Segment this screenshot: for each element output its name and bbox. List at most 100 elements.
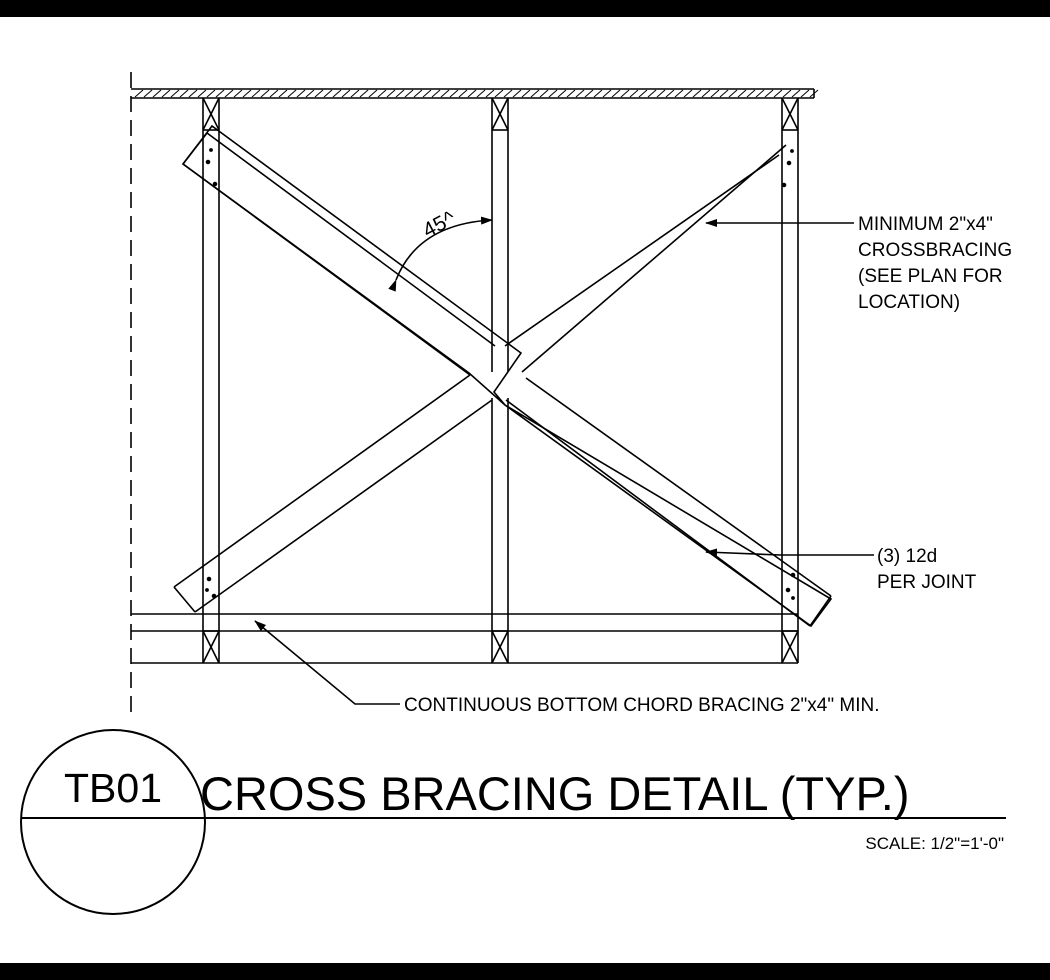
bottom-chord-bracing — [131, 613, 798, 664]
hatch-line — [521, 89, 531, 98]
hatch-line — [341, 89, 351, 98]
hatch-line — [476, 89, 486, 98]
hatch-line — [386, 89, 396, 98]
hatch-line — [287, 89, 297, 98]
hatch-line — [350, 89, 360, 98]
hatch-line — [584, 89, 594, 98]
brace-member-2 — [173, 144, 787, 613]
deck-hatching — [134, 89, 819, 98]
detail-title: CROSS BRACING DETAIL (TYP.) — [200, 767, 909, 820]
hatch-line — [485, 89, 495, 98]
hatch-line — [665, 89, 675, 98]
hatch-line — [620, 89, 630, 98]
diagonal-brace-down — [181, 124, 833, 628]
detail-tag-id: TB01 — [64, 765, 162, 811]
hatch-line — [737, 89, 747, 98]
hatch-line — [746, 89, 756, 98]
hatch-line — [647, 89, 657, 98]
crossbracing-note-line-1: MINIMUM 2"x4" — [858, 214, 993, 235]
hatch-line — [710, 89, 720, 98]
hatch-line — [260, 89, 270, 98]
hatch-line — [575, 89, 585, 98]
nailing-note-line-1: (3) 12d — [877, 546, 937, 567]
hatch-line — [323, 89, 333, 98]
nailing-note-line-2: PER JOINT — [877, 572, 977, 593]
crossbracing-note-line-4: LOCATION) — [858, 292, 960, 313]
hatch-line — [404, 89, 414, 98]
hatch-line — [791, 89, 801, 98]
hatch-line — [539, 89, 549, 98]
hatch-line — [656, 89, 666, 98]
hatch-line — [512, 89, 522, 98]
hatch-line — [764, 89, 774, 98]
hatch-line — [701, 89, 711, 98]
leader-nailing — [705, 548, 874, 557]
hatch-line — [494, 89, 504, 98]
hatch-line — [809, 89, 819, 98]
hatch-line — [251, 89, 261, 98]
hatch-line — [224, 89, 234, 98]
hatch-line — [503, 89, 513, 98]
hatch-line — [611, 89, 621, 98]
crossbracing-note-line-2: CROSSBRACING — [858, 240, 1012, 261]
leader-bottom-chord — [254, 620, 400, 705]
hatch-line — [197, 89, 207, 98]
hatch-line — [638, 89, 648, 98]
hatch-line — [206, 89, 216, 98]
hatch-line — [179, 89, 189, 98]
hatch-line — [395, 89, 405, 98]
hatch-line — [215, 89, 225, 98]
hatch-line — [629, 89, 639, 98]
hatch-line — [269, 89, 279, 98]
bottom-chord-note: CONTINUOUS BOTTOM CHORD BRACING 2"x4" MI… — [404, 695, 880, 716]
hatch-line — [413, 89, 423, 98]
hatch-line — [431, 89, 441, 98]
hatch-line — [683, 89, 693, 98]
hatch-line — [170, 89, 180, 98]
hatch-line — [458, 89, 468, 98]
nail-dots — [205, 148, 796, 600]
hatch-line — [782, 89, 792, 98]
paper — [0, 17, 1050, 963]
crossbracing-note-line-3: (SEE PLAN FOR — [858, 266, 1003, 287]
hatch-line — [674, 89, 684, 98]
hatch-line — [368, 89, 378, 98]
hatch-line — [530, 89, 540, 98]
hatch-line — [422, 89, 432, 98]
brace-member-1 — [182, 132, 832, 627]
hatch-line — [755, 89, 765, 98]
hatch-line — [773, 89, 783, 98]
hatch-line — [278, 89, 288, 98]
bottom-border-band — [0, 963, 1050, 980]
angle-dimension-arc — [388, 216, 493, 292]
hatch-line — [134, 89, 144, 98]
hatch-line — [143, 89, 153, 98]
hatch-line — [359, 89, 369, 98]
hatch-line — [719, 89, 729, 98]
hatch-line — [566, 89, 576, 98]
left-vertical-member — [202, 97, 220, 664]
hatch-line — [188, 89, 198, 98]
hatch-line — [314, 89, 324, 98]
hatch-line — [692, 89, 702, 98]
hatch-line — [242, 89, 252, 98]
hatch-line — [593, 89, 603, 98]
detail-scale: SCALE: 1/2"=1'-0" — [865, 834, 1004, 853]
hatch-line — [467, 89, 477, 98]
hatch-line — [233, 89, 243, 98]
hatch-line — [161, 89, 171, 98]
detail-tag-circle — [20, 729, 206, 915]
hatch-line — [440, 89, 450, 98]
hatch-line — [296, 89, 306, 98]
hatch-line — [728, 89, 738, 98]
hatch-line — [305, 89, 315, 98]
hatch-line — [332, 89, 342, 98]
top-border-band — [0, 0, 1050, 17]
hatch-line — [449, 89, 459, 98]
right-vertical-member — [781, 97, 799, 664]
hatch-line — [548, 89, 558, 98]
hatch-line — [152, 89, 162, 98]
hatch-line — [800, 89, 810, 98]
